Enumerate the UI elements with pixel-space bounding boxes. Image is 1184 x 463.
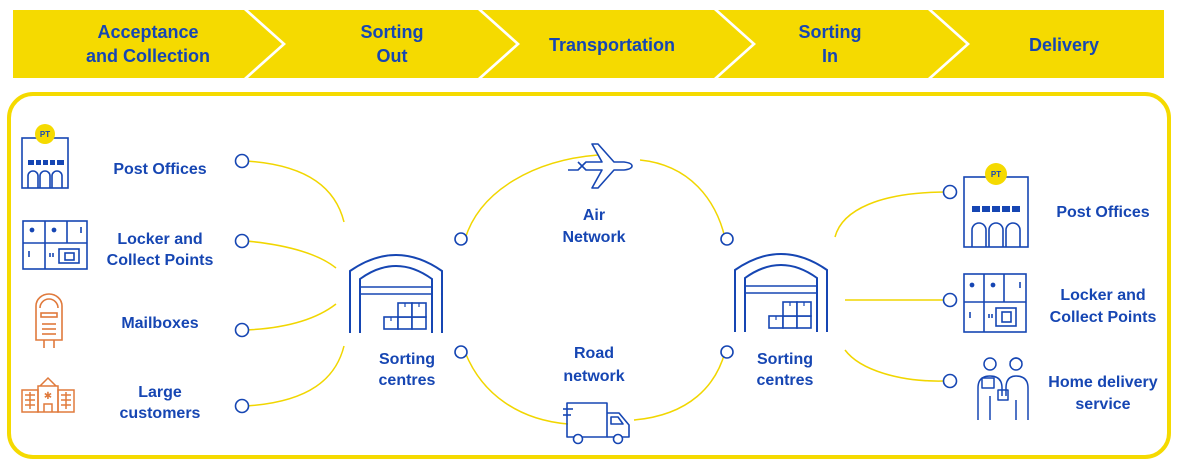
stage-chevron-delivery bbox=[932, 10, 1164, 78]
stage-chevron-sorting-in bbox=[718, 10, 966, 78]
truck-icon bbox=[563, 402, 630, 445]
connector-lines bbox=[245, 154, 948, 425]
building-icon: ✱ bbox=[21, 376, 75, 413]
mailbox-icon bbox=[35, 293, 63, 348]
label-post-offices-left: Post Offices bbox=[113, 161, 206, 178]
post-office-icon: PT bbox=[963, 163, 1029, 248]
warehouse-icon-sorting-out bbox=[349, 254, 443, 333]
node-post-office-left bbox=[234, 153, 250, 169]
stage-chevron-acceptance bbox=[13, 10, 282, 78]
stage-label-sorting-out-1: Sorting bbox=[361, 22, 424, 42]
node-locker-left bbox=[234, 233, 250, 249]
label-home-delivery-1: Home delivery bbox=[1048, 374, 1157, 391]
delivery-person-icon bbox=[977, 357, 1029, 420]
stage-label-acceptance-1: Acceptance bbox=[97, 22, 198, 42]
svg-text:✱: ✱ bbox=[44, 391, 52, 402]
node-large-customers bbox=[234, 398, 250, 414]
pt-sign-right: PT bbox=[991, 170, 1001, 179]
node-post-office-right bbox=[942, 184, 958, 200]
label-locker-right-2: Collect Points bbox=[1050, 309, 1157, 326]
connector-nodes bbox=[234, 153, 958, 414]
warehouse-icon-sorting-in bbox=[734, 253, 828, 332]
label-large-customers-1: Large bbox=[138, 384, 182, 401]
stage-chevron-sorting-out bbox=[248, 10, 516, 78]
post-office-icon: PT bbox=[21, 124, 69, 189]
diagram-frame bbox=[7, 92, 1171, 459]
stage-label-acceptance-2: and Collection bbox=[86, 46, 210, 66]
label-home-delivery-2: service bbox=[1075, 396, 1130, 413]
node-road-left bbox=[454, 345, 468, 359]
label-air-network-1: Air bbox=[583, 207, 605, 224]
stage-chevron-transportation bbox=[482, 10, 752, 78]
node-air-right bbox=[720, 232, 734, 246]
label-road-network-1: Road bbox=[574, 345, 614, 362]
label-air-network-2: Network bbox=[562, 229, 625, 246]
label-sorting-out-1: Sorting bbox=[379, 351, 435, 368]
node-air-left bbox=[454, 232, 468, 246]
label-locker-left-2: Collect Points bbox=[107, 252, 214, 269]
node-home-delivery bbox=[942, 373, 958, 389]
stage-label-sorting-out-2: Out bbox=[377, 46, 408, 66]
label-locker-right-1: Locker and bbox=[1060, 287, 1145, 304]
label-mailboxes: Mailboxes bbox=[121, 315, 198, 332]
stage-label-transportation: Transportation bbox=[549, 35, 675, 55]
node-locker-right bbox=[942, 292, 958, 308]
stage-banner: Acceptance and Collection Sorting Out Tr… bbox=[13, 10, 1164, 78]
label-post-offices-right: Post Offices bbox=[1056, 204, 1149, 221]
label-sorting-in-2: centres bbox=[757, 372, 814, 389]
airplane-icon bbox=[568, 143, 633, 189]
stage-label-sorting-in-2: In bbox=[822, 46, 838, 66]
label-sorting-in-1: Sorting bbox=[757, 351, 813, 368]
locker-icon bbox=[963, 273, 1027, 333]
node-mailboxes bbox=[234, 322, 250, 338]
pt-sign-left: PT bbox=[40, 130, 50, 139]
label-sorting-out-2: centres bbox=[379, 372, 436, 389]
stage-label-delivery: Delivery bbox=[1029, 35, 1099, 55]
label-locker-left-1: Locker and bbox=[117, 231, 202, 248]
locker-icon bbox=[22, 220, 88, 270]
stage-label-sorting-in-1: Sorting bbox=[799, 22, 862, 42]
label-large-customers-2: customers bbox=[120, 405, 201, 422]
label-road-network-2: network bbox=[563, 368, 624, 385]
node-road-right bbox=[720, 345, 734, 359]
